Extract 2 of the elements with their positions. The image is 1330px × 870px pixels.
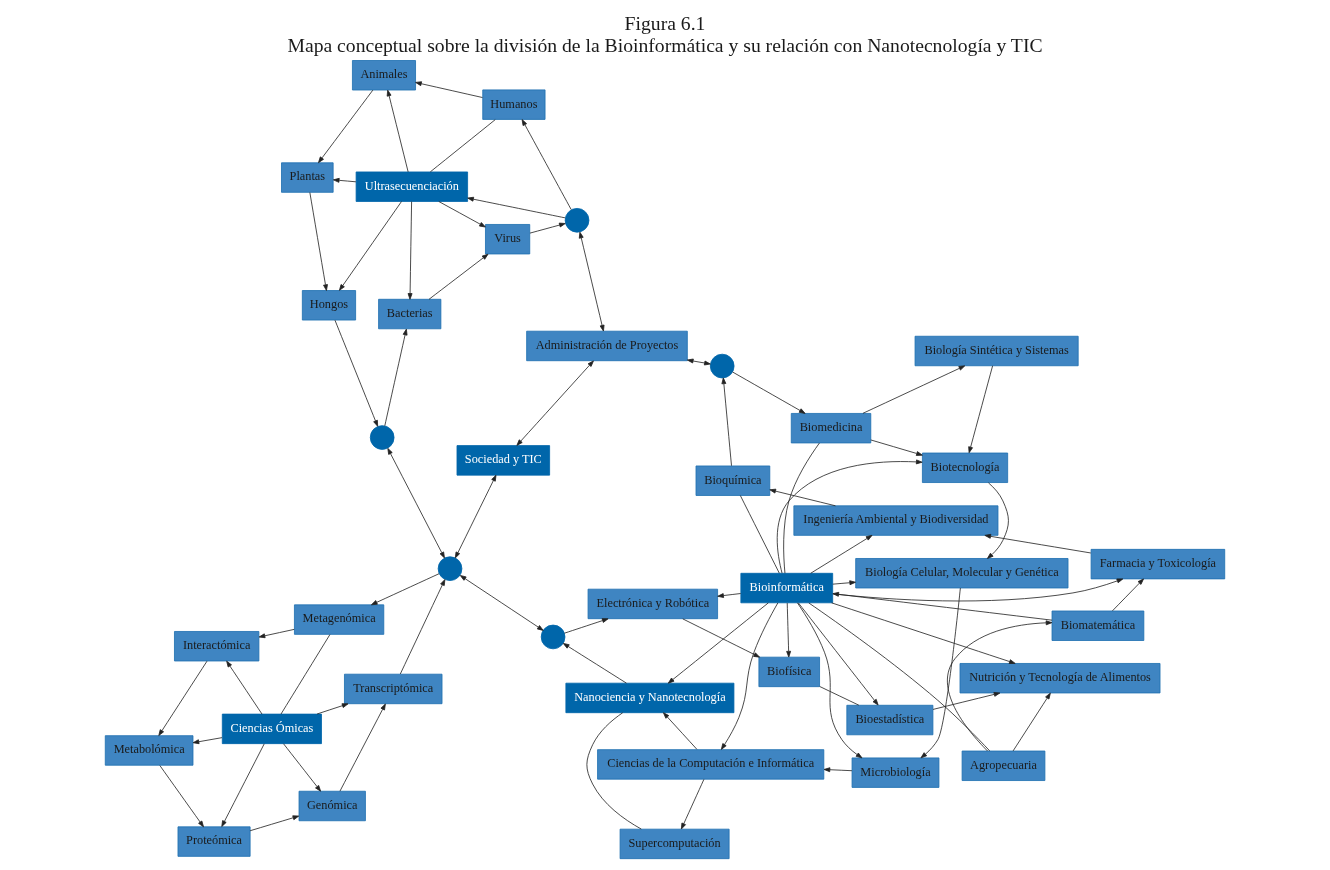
diagram-title: Figura 6.1 [624,12,706,35]
caption: Mapa conceptual sobre la división de la Bioinformática y su relación con Nanotecnología y TIC [287,33,1043,56]
